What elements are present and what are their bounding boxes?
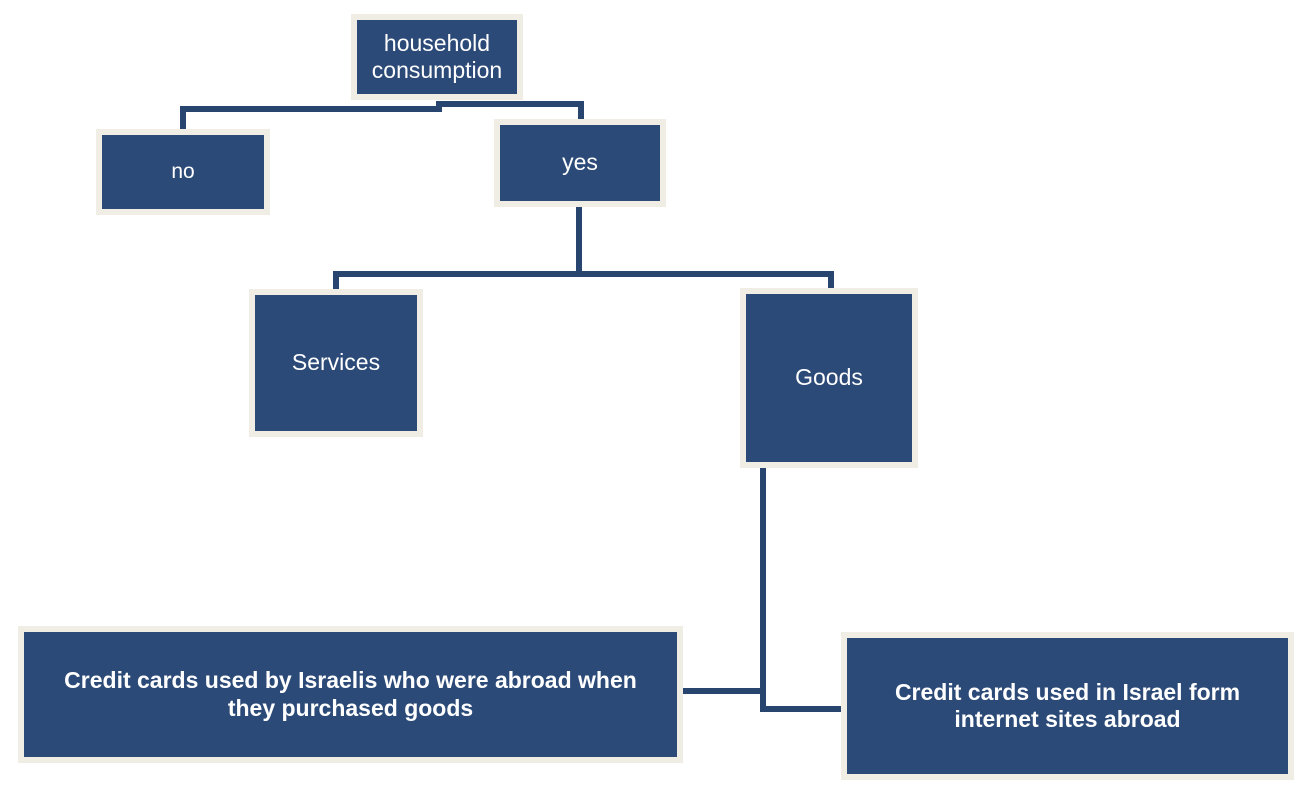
node-services-label: Services bbox=[255, 295, 417, 431]
node-credit-cards-abroad[interactable]: Credit cards used by Israelis who were a… bbox=[18, 626, 683, 763]
node-no[interactable]: no bbox=[96, 129, 270, 215]
node-goods-label: Goods bbox=[746, 294, 912, 462]
connector-to-cc-israel bbox=[760, 706, 845, 712]
connector-to-yes bbox=[578, 101, 584, 123]
node-services[interactable]: Services bbox=[249, 289, 423, 437]
connector-household-split-right bbox=[436, 101, 584, 107]
node-credit-cards-abroad-label: Credit cards used by Israelis who were a… bbox=[24, 632, 677, 757]
connector-yes-split-bar bbox=[333, 271, 834, 277]
node-credit-cards-israel-label: Credit cards used in Israel form interne… bbox=[847, 638, 1288, 774]
connector-to-cc-abroad bbox=[682, 688, 766, 694]
connector-to-services bbox=[333, 271, 339, 293]
node-no-label: no bbox=[102, 135, 264, 209]
connector-goods-stem bbox=[760, 466, 766, 712]
connector-to-goods bbox=[828, 271, 834, 292]
node-goods[interactable]: Goods bbox=[740, 288, 918, 468]
connector-household-split-left bbox=[180, 106, 442, 112]
node-yes-label: yes bbox=[500, 125, 660, 201]
node-credit-cards-israel[interactable]: Credit cards used in Israel form interne… bbox=[841, 632, 1294, 780]
node-household-consumption-label: household consumption bbox=[357, 20, 517, 94]
connector-to-no bbox=[180, 106, 186, 131]
connector-yes-stem bbox=[576, 207, 582, 277]
node-household-consumption[interactable]: household consumption bbox=[351, 14, 523, 100]
node-yes[interactable]: yes bbox=[494, 119, 666, 207]
